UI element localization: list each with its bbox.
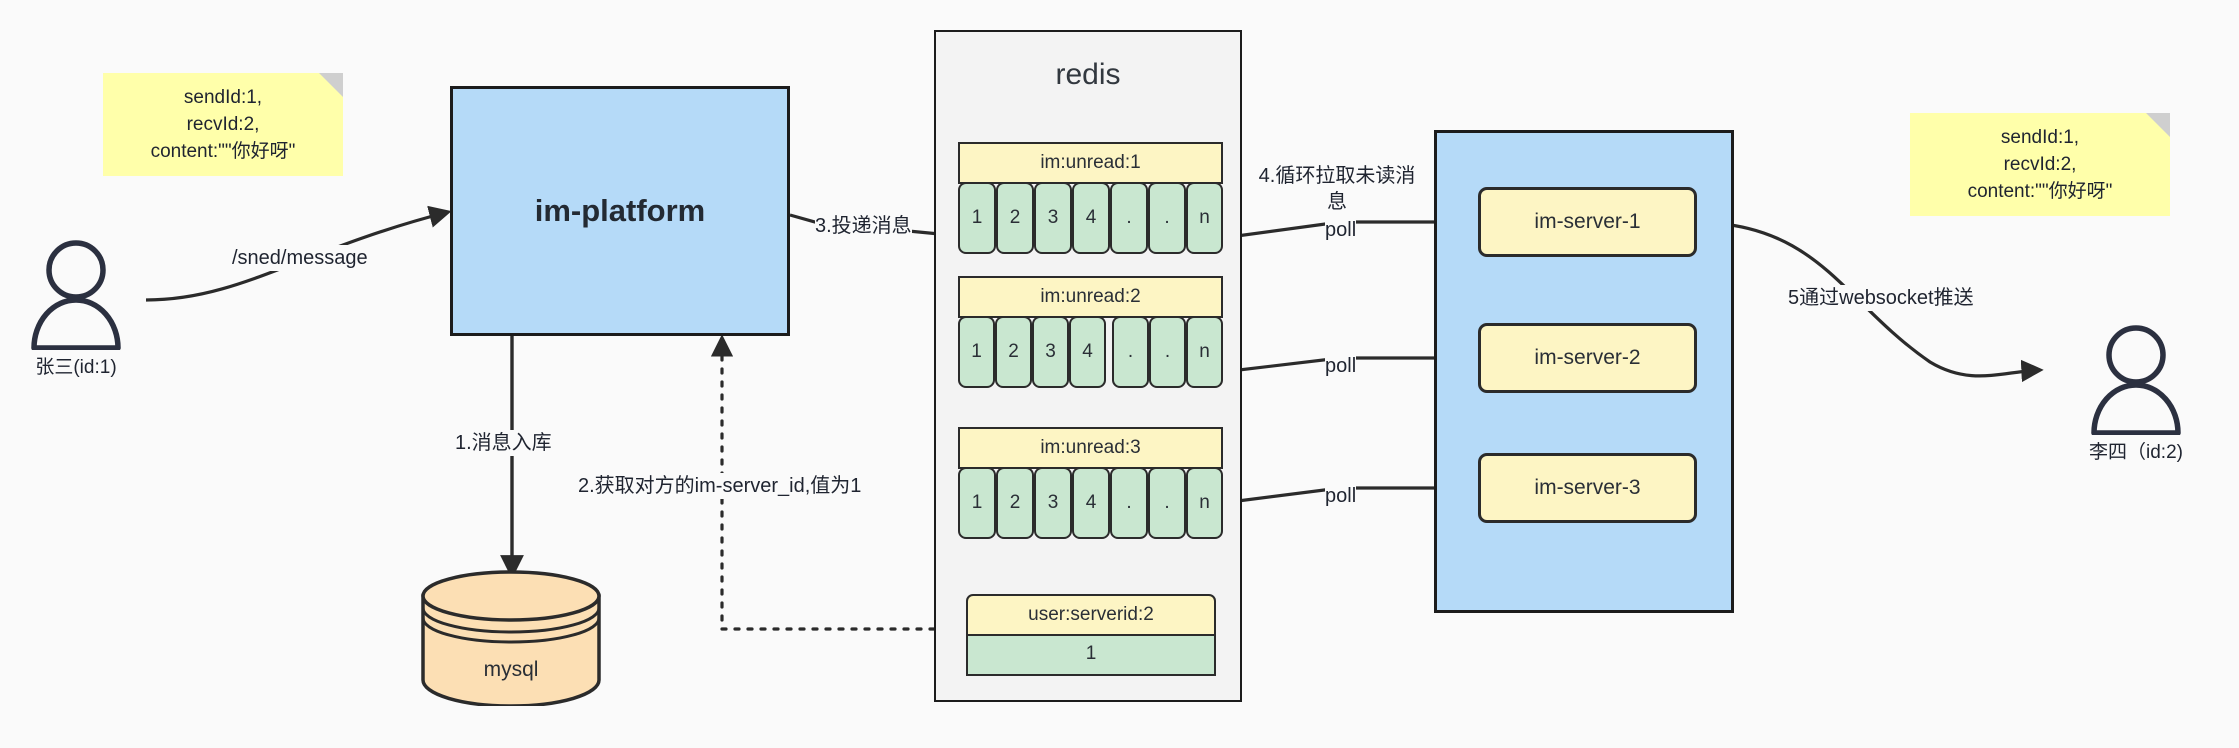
user-serverid-key: user:serverid:2	[966, 594, 1216, 636]
note-left-line-3: content:""你好呀"	[150, 141, 296, 162]
queue-cell[interactable]: 1	[958, 182, 996, 254]
im-server-2-label: im-server-2	[1534, 346, 1641, 369]
note-fold-icon	[2146, 113, 2170, 137]
actor-sender: 张三(id:1)	[28, 240, 124, 378]
queue-cell[interactable]: n	[1186, 467, 1223, 539]
redis-key-user-serverid[interactable]: user:serverid:2 1	[966, 594, 1216, 676]
redis-queue-im-unread-1[interactable]: im:unread:1 1 2 3 4 . . n	[958, 142, 1223, 254]
datastore-mysql[interactable]: mysql	[418, 570, 604, 708]
edge-label-poll-2: poll	[1325, 353, 1357, 379]
queue-2-cells: 1 2 3 4 . . n	[958, 316, 1223, 388]
actor-receiver-label: 李四（id:2)	[2089, 442, 2183, 463]
queue-3-key: im:unread:3	[958, 427, 1223, 469]
queue-cell[interactable]: 3	[1034, 182, 1072, 254]
queue-cell[interactable]: .	[1149, 316, 1186, 388]
queue-cell[interactable]: .	[1112, 316, 1149, 388]
queue-cell[interactable]: 2	[996, 467, 1034, 539]
im-platform-label: im-platform	[534, 193, 706, 228]
note-left-line-2: recvId:2,	[186, 114, 260, 135]
edge-label-step2: 2.获取对方的im-server_id,值为1	[578, 473, 862, 499]
queue-cell[interactable]: .	[1148, 182, 1186, 254]
actor-sender-label: 张三(id:1)	[35, 357, 117, 378]
queue-cell[interactable]: 4	[1072, 467, 1110, 539]
note-right-line-1: sendId:1,	[2000, 127, 2080, 148]
actor-receiver: 李四（id:2)	[2088, 325, 2184, 463]
service-im-server-2[interactable]: im-server-2	[1478, 323, 1697, 393]
queue-cell[interactable]: 1	[958, 467, 996, 539]
queue-cell[interactable]: n	[1186, 182, 1223, 254]
note-left-line-1: sendId:1,	[183, 87, 263, 108]
edge-label-step4-line2: 息	[1327, 191, 1347, 213]
redis-queue-im-unread-3[interactable]: im:unread:3 1 2 3 4 . . n	[958, 427, 1223, 539]
queue-1-key: im:unread:1	[958, 142, 1223, 184]
queue-3-cells: 1 2 3 4 . . n	[958, 467, 1223, 539]
note-left-message: sendId:1, recvId:2, content:""你好呀"	[103, 73, 343, 176]
edge-label-step3: 3.投递消息	[815, 213, 912, 239]
service-im-server-3[interactable]: im-server-3	[1478, 453, 1697, 523]
user-icon	[2091, 325, 2181, 436]
mysql-label: mysql	[483, 658, 539, 681]
queue-cell[interactable]: 2	[996, 182, 1034, 254]
queue-cell[interactable]: n	[1186, 316, 1223, 388]
edge-label-poll-3: poll	[1325, 483, 1357, 509]
note-right-line-3: content:""你好呀"	[1967, 181, 2113, 202]
service-im-server-1[interactable]: im-server-1	[1478, 187, 1697, 257]
note-right-message: sendId:1, recvId:2, content:""你好呀"	[1910, 113, 2170, 216]
redis-label: redis	[1055, 58, 1121, 91]
edge-label-send-message: /sned/message	[232, 245, 368, 271]
queue-2-key: im:unread:2	[958, 276, 1223, 318]
edge-label-step4: 4.循环拉取未读消 息	[1257, 163, 1417, 215]
edge-label-step1: 1.消息入库	[455, 430, 552, 456]
note-right-line-2: recvId:2,	[2003, 154, 2077, 175]
queue-cell[interactable]: 4	[1072, 182, 1110, 254]
queue-cell[interactable]: 4	[1069, 316, 1106, 388]
note-fold-icon	[319, 73, 343, 97]
user-serverid-value: 1	[966, 636, 1216, 676]
queue-cell[interactable]: 1	[958, 316, 995, 388]
edge-label-step4-line1: 4.循环拉取未读消	[1258, 165, 1416, 187]
edge-label-step5: 5通过websocket推送	[1788, 285, 1974, 311]
redis-queue-im-unread-2[interactable]: im:unread:2 1 2 3 4 . . n	[958, 276, 1223, 388]
queue-cell[interactable]: .	[1110, 182, 1148, 254]
im-server-3-label: im-server-3	[1534, 476, 1641, 499]
service-im-platform[interactable]: im-platform	[450, 86, 790, 336]
queue-1-cells: 1 2 3 4 . . n	[958, 182, 1223, 254]
im-server-1-label: im-server-1	[1534, 210, 1641, 233]
queue-cell[interactable]: 3	[1032, 316, 1069, 388]
queue-cell[interactable]: .	[1148, 467, 1186, 539]
edge-label-poll-1: poll	[1325, 217, 1357, 243]
queue-cell[interactable]: .	[1110, 467, 1148, 539]
queue-cell[interactable]: 2	[995, 316, 1032, 388]
user-icon	[31, 240, 121, 351]
queue-cell[interactable]: 3	[1034, 467, 1072, 539]
database-cylinder-icon	[421, 570, 601, 708]
